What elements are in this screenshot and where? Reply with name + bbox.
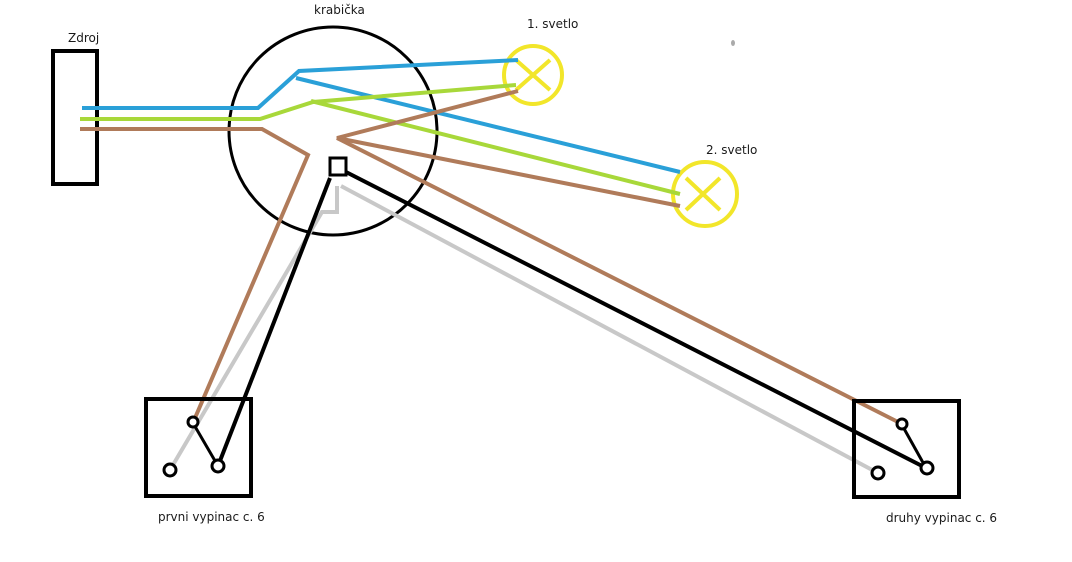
brown-wire-light1-return xyxy=(336,89,681,208)
black-wire-box-to-switch2 xyxy=(345,170,927,470)
switch-1-terminal-b xyxy=(210,458,226,474)
stray-dot xyxy=(731,40,735,46)
light-1-label: 1. svetlo xyxy=(527,17,579,31)
blue-wire-source-to-light1 xyxy=(82,58,519,110)
junction-box-label: krabička xyxy=(314,3,365,17)
switch-1-contact xyxy=(191,422,220,467)
switch-2-contact xyxy=(900,424,928,469)
blue-wire-to-light2 xyxy=(295,76,681,174)
switch-2-label: druhy vypinac c. 6 xyxy=(886,511,998,525)
switch-2-terminal-b xyxy=(919,460,935,476)
green-wire-to-light2 xyxy=(310,99,681,196)
junction-terminal xyxy=(328,156,348,177)
switch-1-box xyxy=(144,397,253,498)
brown-wire-source-to-switch1 xyxy=(80,127,311,426)
light-2-lamp xyxy=(671,160,739,228)
switch-1-terminal-common xyxy=(186,415,200,429)
light-2-label: 2. svetlo xyxy=(706,143,758,157)
switch-1-label: prvni vypinac c. 6 xyxy=(158,510,265,524)
switch-1-terminal-a xyxy=(162,462,178,478)
switch-2-box xyxy=(852,399,961,499)
black-wire-switch1-to-box xyxy=(216,177,332,467)
switch-2-terminal-common xyxy=(895,417,909,431)
grey-wire-switch1-to-box xyxy=(168,186,339,472)
brown-wire-to-switch2 xyxy=(336,136,901,425)
green-wire-source-to-light1 xyxy=(80,83,517,121)
switch-2-terminal-a xyxy=(870,465,886,481)
source-label: Zdroj xyxy=(68,31,100,45)
grey-wire-box-to-switch2 xyxy=(340,184,877,474)
light-1-lamp xyxy=(502,44,564,106)
